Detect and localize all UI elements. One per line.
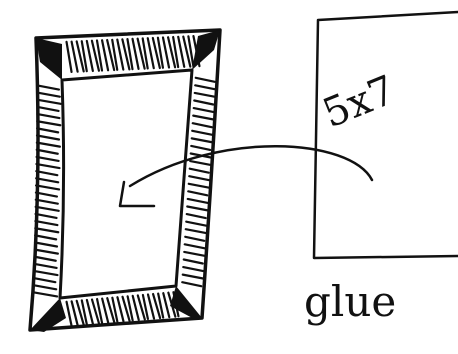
hatch-stroke — [183, 275, 204, 279]
hatch-stroke — [38, 107, 59, 111]
frame-hatch-top — [67, 36, 200, 72]
hatch-stroke — [35, 250, 58, 254]
insert-arrow-head — [120, 182, 154, 206]
hatch-stroke — [35, 264, 57, 268]
hatch-stroke — [185, 237, 204, 241]
hatch-stroke — [117, 297, 123, 321]
hatch-stroke — [102, 299, 108, 323]
hatch-stroke — [133, 296, 139, 320]
hatch-stroke — [189, 176, 209, 180]
hatch-stroke — [37, 114, 59, 118]
insert-arrow — [120, 146, 372, 206]
photo-card: 5x7 — [314, 12, 458, 258]
hatch-stroke — [36, 200, 58, 204]
hatch-stroke — [37, 121, 60, 125]
insert-arrow-shaft — [130, 146, 372, 186]
hatch-stroke — [184, 252, 205, 256]
hatch-stroke — [35, 221, 57, 225]
hatch-stroke — [37, 143, 60, 147]
hatch-stroke — [191, 146, 210, 150]
hatch-stroke — [188, 199, 208, 203]
hatch-stroke — [183, 267, 203, 271]
hatch-stroke — [35, 243, 57, 247]
hatch-stroke — [67, 302, 72, 326]
hatch-stroke — [36, 164, 59, 168]
hatch-stroke — [35, 235, 56, 239]
hatch-stroke — [192, 131, 212, 135]
hatch-stroke — [67, 42, 72, 72]
hatch-stroke — [193, 116, 214, 120]
hatch-stroke — [36, 193, 57, 197]
hatch-stroke — [35, 228, 58, 232]
hatch-stroke — [192, 138, 213, 142]
hatch-stroke — [87, 300, 93, 324]
hatch-stroke — [36, 207, 59, 211]
hatch-stroke — [36, 185, 59, 189]
hatch-stroke — [190, 161, 211, 165]
hatch-stroke — [37, 150, 58, 154]
frame-inner-edge — [60, 70, 192, 298]
hatch-stroke — [148, 295, 154, 319]
hatch-stroke — [34, 278, 55, 282]
hatch-stroke — [182, 282, 201, 286]
hatch-stroke — [163, 293, 169, 317]
hatch-stroke — [190, 169, 209, 173]
hatch-stroke — [189, 184, 210, 188]
hatch-stroke — [36, 178, 58, 182]
hatch-stroke — [38, 100, 61, 104]
hatch-stroke — [34, 271, 57, 275]
hatch-stroke — [187, 214, 206, 218]
hatch-stroke — [195, 85, 215, 89]
hatch-stroke — [34, 285, 56, 289]
glue-label: glue — [304, 277, 396, 326]
hatch-stroke — [34, 292, 57, 296]
hatch-stroke — [184, 260, 203, 264]
hatch-stroke — [186, 222, 206, 226]
hatch-stroke — [187, 207, 208, 211]
picture-frame — [30, 30, 220, 332]
hatch-stroke — [196, 78, 215, 82]
hatch-stroke — [195, 93, 216, 97]
frame-corner-top-left — [36, 38, 62, 80]
hatch-stroke — [194, 108, 214, 112]
hatch-stroke — [188, 191, 207, 195]
hatch-stroke — [35, 257, 56, 261]
hatch-stroke — [37, 136, 59, 140]
hatch-stroke — [185, 244, 205, 248]
hatch-stroke — [37, 128, 58, 132]
hatch-stroke — [36, 214, 57, 218]
hatch-stroke — [38, 86, 59, 90]
hatch-stroke — [37, 157, 59, 161]
photo-size-label: 5x7 — [317, 67, 402, 137]
hatch-stroke — [38, 93, 60, 97]
hatch-stroke — [193, 123, 212, 127]
hatch-stroke — [72, 301, 78, 325]
hatch-stroke — [194, 101, 213, 105]
hatch-stroke — [186, 229, 207, 233]
